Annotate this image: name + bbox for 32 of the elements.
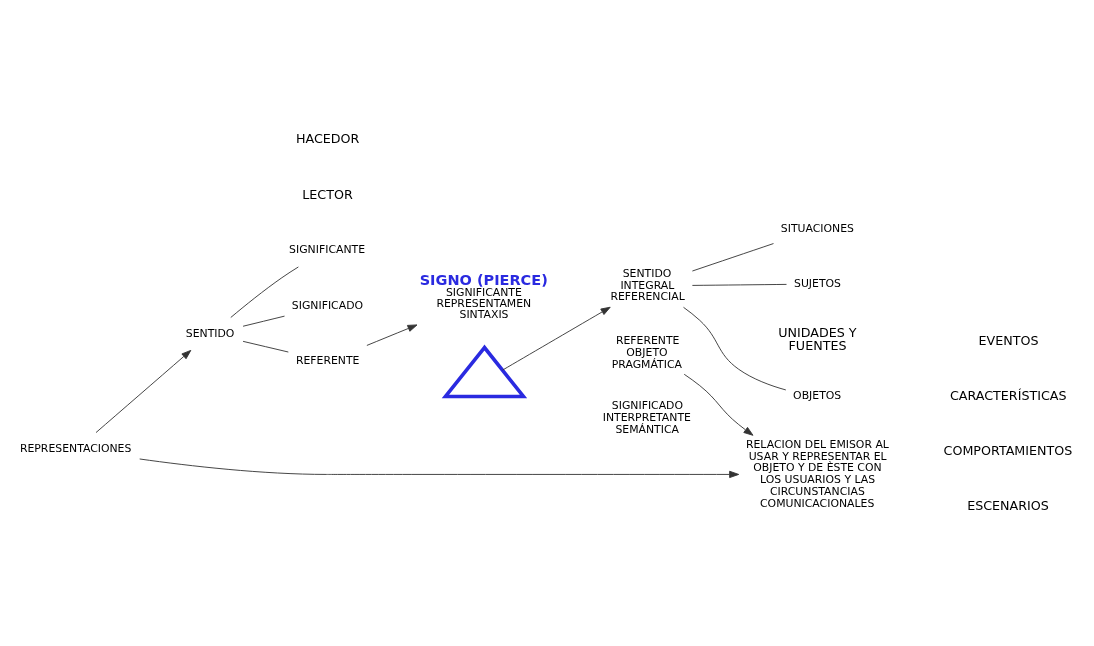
node-text: SITUACIONES xyxy=(780,221,855,235)
node-text: SENTIDO xyxy=(185,326,235,340)
connector xyxy=(683,306,787,390)
label: EVENTOS xyxy=(978,332,1039,348)
label: LECTOR xyxy=(302,186,353,202)
connector xyxy=(242,340,289,352)
arrow xyxy=(683,373,754,436)
connector xyxy=(691,242,774,271)
connector xyxy=(230,266,299,318)
label: COMPORTAMIENTOS xyxy=(943,442,1073,458)
label: CARACTERÍSTICAS xyxy=(949,387,1067,403)
node-text: REFERENTE xyxy=(295,353,360,367)
arrow xyxy=(95,349,192,433)
node-text: SUJETOS xyxy=(794,276,841,290)
arrow xyxy=(366,323,418,346)
node-text: OBJETOS xyxy=(793,388,842,402)
node-text: SIGNO (PIERCE) SIGNIFICANTE REPRESENTAMEN SINTAXIS xyxy=(419,271,548,321)
node-triangle xyxy=(441,344,528,398)
label: UNIDADES Y FUENTES xyxy=(778,324,857,353)
arrow xyxy=(502,306,611,370)
label: ESCENARIOS xyxy=(967,497,1049,513)
node-text: SIGNIFICADO INTERPRETANTE SEMÁNTICA xyxy=(602,398,691,436)
label: HACEDOR xyxy=(295,130,360,146)
connector xyxy=(691,283,787,286)
node-text: SIGNIFICANTE xyxy=(289,242,366,256)
node-text: REPRESENTACIONES xyxy=(19,441,132,455)
node-text: SIGNIFICADO xyxy=(291,298,364,312)
node-text: SENTIDO INTEGRAL REFERENCIAL xyxy=(610,266,685,303)
node-text: RELACION DEL EMISOR AL USAR Y REPRESENTAR EL OBJETO Y DE ÈSTE CON LOS USUARIOS Y LAS CIRCUNSTANCIAS COMUNICACIONALES xyxy=(745,437,889,510)
arrow xyxy=(139,458,740,478)
node-text: REFERENTE OBJETO PRAGMÁTICA xyxy=(611,333,682,371)
connector xyxy=(242,315,285,327)
